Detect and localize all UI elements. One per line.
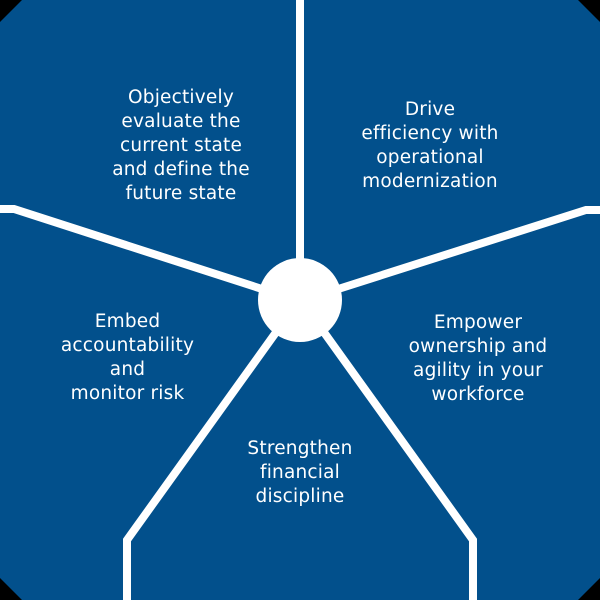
label-line: Objectively (127, 87, 234, 108)
label-line: current state (119, 135, 243, 156)
segment-label-empower-ownership: Empower ownership and agility in your wo… (388, 311, 568, 407)
label-line: future state (125, 183, 237, 204)
label-line: Drive (404, 99, 456, 120)
spoke-bottom-right (304, 307, 477, 600)
label-line: workforce (431, 384, 525, 405)
label-line: agility in your (413, 360, 543, 381)
spoke-right (308, 206, 600, 302)
segment-label-evaluate-state: Objectively evaluate the current state a… (96, 86, 266, 206)
label-line: operational (376, 147, 484, 168)
center-hub (258, 258, 342, 342)
label-line: Embed (94, 311, 161, 332)
label-line: Empower (433, 312, 523, 333)
label-line: accountability (60, 335, 195, 356)
spoke-left (0, 205, 292, 302)
label-line: Strengthen (247, 438, 353, 459)
label-line: modernization (362, 171, 498, 192)
label-line: monitor risk (70, 383, 185, 404)
label-line: and (109, 359, 146, 380)
label-line: financial (259, 462, 341, 483)
label-line: efficiency with (361, 123, 499, 144)
label-line: and define the (112, 159, 250, 180)
segment-label-drive-efficiency: Drive efficiency with operational modern… (330, 98, 530, 194)
label-line: discipline (255, 486, 345, 507)
segment-label-accountability-risk: Embed accountability and monitor risk (40, 310, 215, 406)
segment-label-financial-discipline: Strengthen financial discipline (215, 437, 385, 509)
label-line: evaluate the (121, 111, 241, 132)
spoke-bottom-left (123, 307, 296, 600)
label-line: ownership and (408, 336, 548, 357)
